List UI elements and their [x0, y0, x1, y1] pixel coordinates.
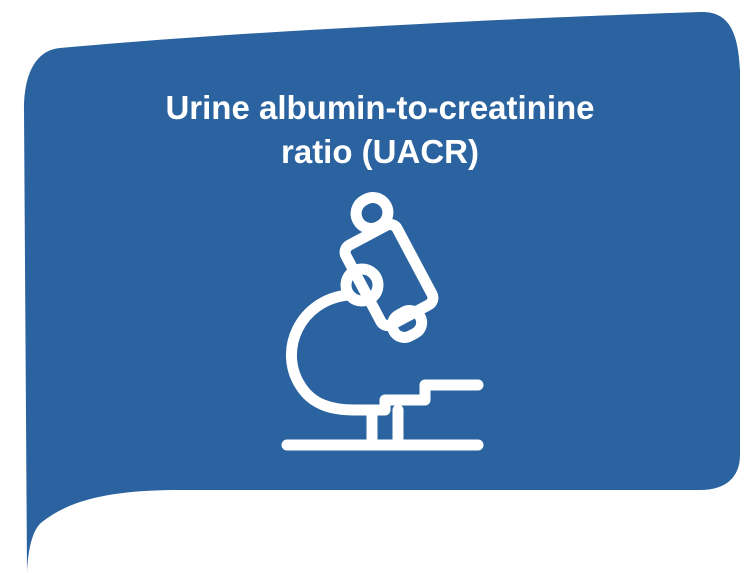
title-line-2: ratio (UACR) — [281, 133, 479, 170]
title-line-1: Urine albumin-to-creatinine — [165, 89, 595, 126]
microscope-icon — [281, 192, 484, 451]
card-title: Urine albumin-to-creatinine ratio (UACR) — [90, 86, 670, 174]
